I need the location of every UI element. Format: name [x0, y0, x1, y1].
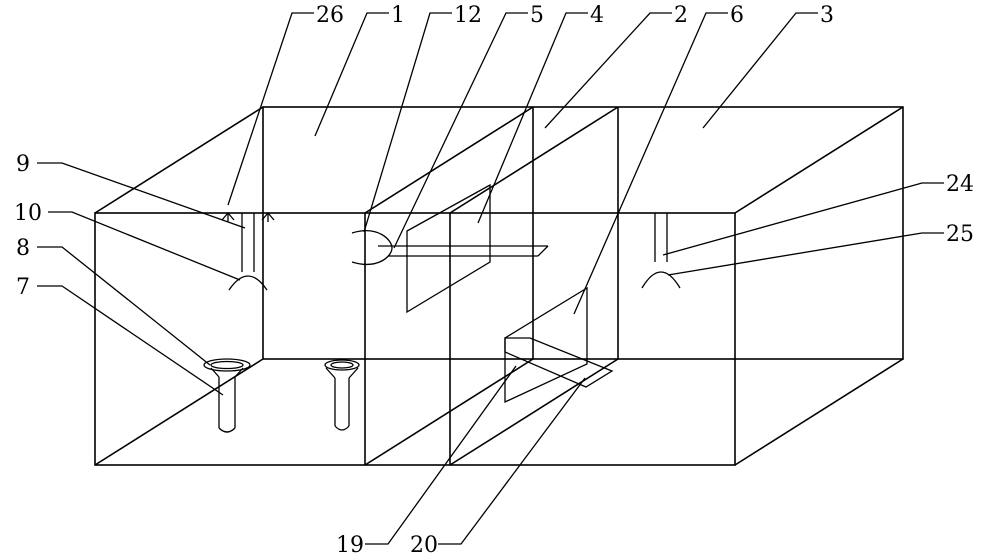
hood-25 — [641, 271, 681, 289]
funnel-right — [324, 359, 360, 431]
label-2: 2 — [674, 3, 688, 28]
partition-wall-2 — [449, 106, 619, 466]
label-20: 20 — [410, 533, 438, 558]
label-8: 8 — [16, 236, 30, 261]
back-face — [262, 106, 904, 360]
tank-box-outline — [94, 106, 904, 466]
label-4: 4 — [590, 3, 604, 28]
label-10: 10 — [14, 201, 42, 226]
label-12: 12 — [454, 3, 482, 28]
callout-labels: 26 1 12 5 4 2 6 3 9 10 8 7 24 25 19 20 — [14, 3, 974, 558]
horizontal-pipe-5 — [378, 245, 549, 257]
label-5: 5 — [530, 3, 544, 28]
funnel-8-left — [203, 358, 251, 433]
depth-edge-bottom-right — [734, 358, 904, 466]
label-3: 3 — [820, 3, 834, 28]
label-7: 7 — [16, 275, 30, 300]
front-face — [94, 212, 736, 466]
label-25: 25 — [946, 222, 974, 247]
label-19: 19 — [336, 533, 364, 558]
label-6: 6 — [730, 3, 744, 28]
hood-10 — [228, 275, 268, 291]
label-26: 26 — [316, 3, 344, 28]
label-24: 24 — [946, 172, 974, 197]
label-1: 1 — [391, 3, 405, 28]
depth-edge-top-left — [94, 106, 264, 214]
arrow-marks-26 — [221, 212, 275, 222]
deflector-20 — [504, 337, 614, 388]
label-9: 9 — [16, 152, 30, 177]
vertical-pipe-9 — [241, 213, 255, 272]
depth-edge-bottom-left — [94, 358, 264, 466]
plate-4 — [406, 183, 491, 314]
leader-lines — [37, 12, 944, 545]
dome-12 — [351, 230, 393, 265]
depth-edge-top-right — [734, 106, 904, 214]
